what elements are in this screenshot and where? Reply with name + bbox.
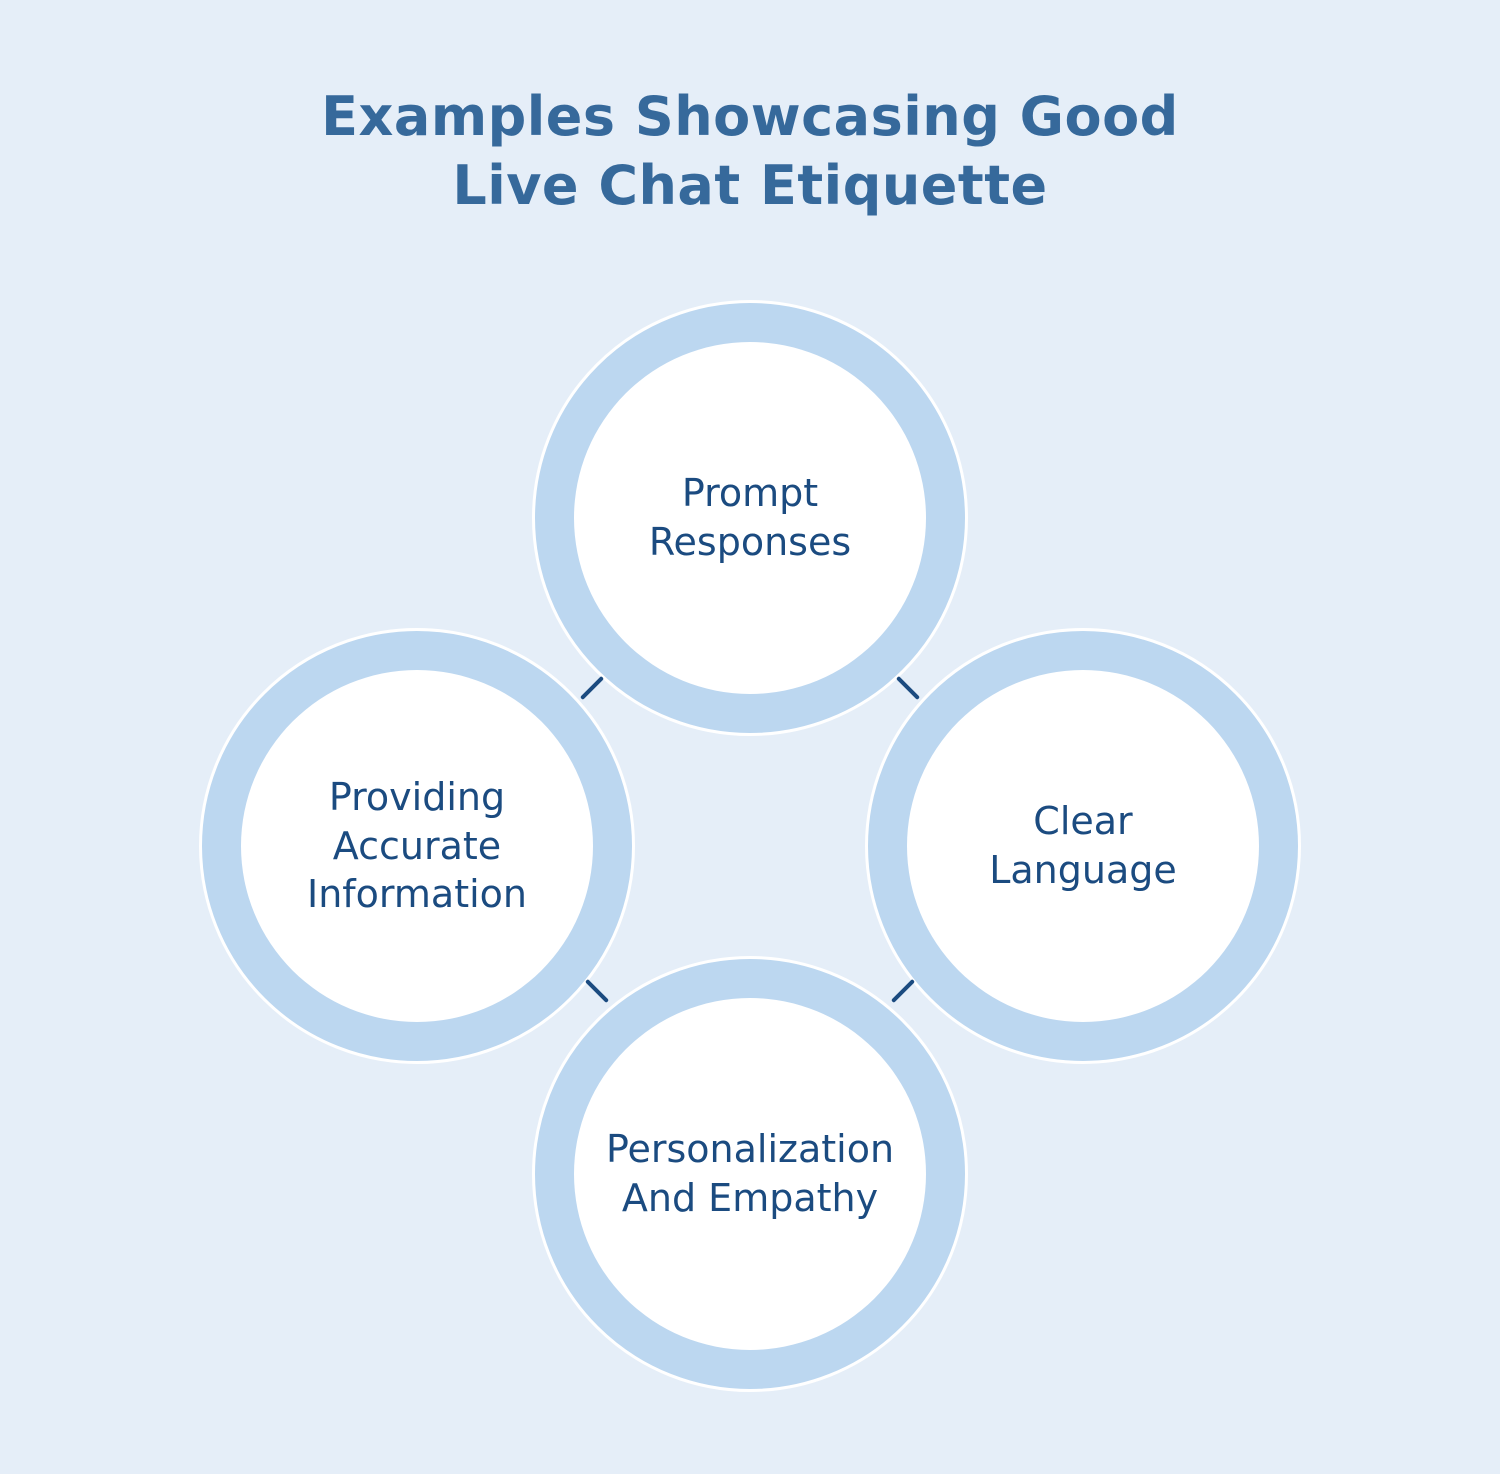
- node-label: Clear Language: [989, 799, 1177, 892]
- node-label: Prompt Responses: [648, 471, 852, 564]
- node-personalization-and-empathy: Personalization And Empathy: [532, 956, 968, 1392]
- node-circle: Prompt Responses: [574, 342, 926, 694]
- node-circle: Personalization And Empathy: [574, 998, 926, 1350]
- node-circle: Providing Accurate Information: [241, 670, 593, 1022]
- connector-line-top-right: [895, 675, 921, 701]
- node-clear-language: Clear Language: [865, 628, 1301, 1064]
- node-providing-accurate-information: Providing Accurate Information: [199, 628, 635, 1064]
- page-title: Examples Showcasing Good Live Chat Etiqu…: [321, 85, 1179, 218]
- node-label: Personalization And Empathy: [605, 1127, 895, 1220]
- connector-line-bottom-left: [584, 978, 610, 1004]
- connector-line-bottom-right: [890, 978, 916, 1004]
- node-label: Providing Accurate Information: [307, 775, 527, 917]
- node-prompt-responses: Prompt Responses: [532, 300, 968, 736]
- node-circle: Clear Language: [907, 670, 1259, 1022]
- connector-line-top-left: [579, 675, 605, 701]
